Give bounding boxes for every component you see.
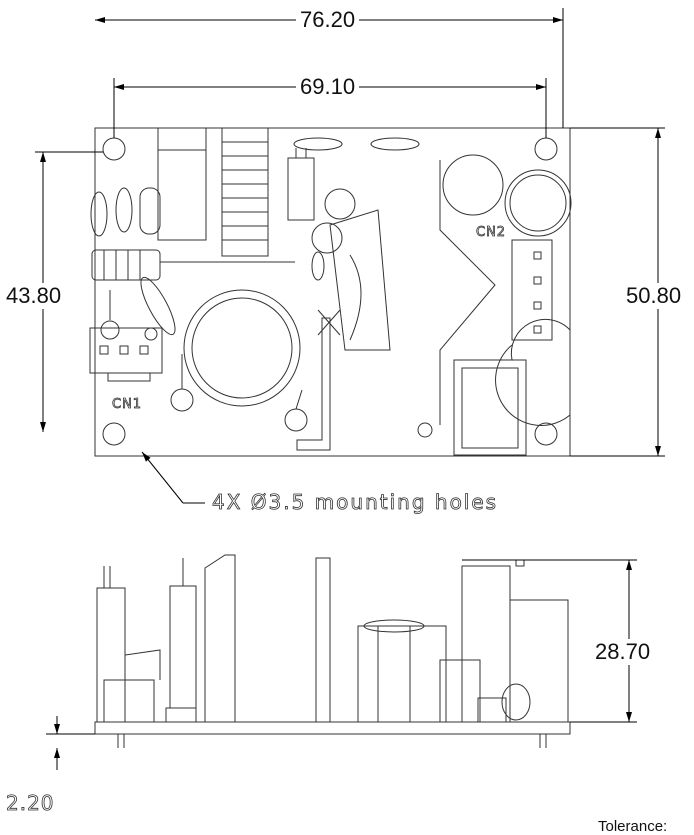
overall-width-label: 76.20	[296, 9, 360, 31]
tolerance-label: Tolerance:	[598, 818, 668, 835]
mounting-holes-leader	[141, 451, 205, 504]
mounting-hole-top-left	[102, 137, 126, 161]
heatsink-plate	[296, 317, 331, 451]
top-view	[89, 127, 572, 457]
side-bobbin	[357, 625, 447, 723]
pcb-outline-top	[94, 127, 571, 457]
hole-spacing-width-label: 69.10	[296, 76, 360, 98]
filter-block	[157, 127, 207, 241]
pcb-outline-side	[94, 721, 571, 735]
mounting-hole-bottom-right	[534, 422, 558, 446]
output-capacitor-1	[442, 154, 504, 216]
mounting-hole-top-right	[534, 137, 558, 161]
cn1-connector	[89, 327, 163, 382]
board-clearance-label: 2.20	[6, 791, 55, 815]
hole-spacing-height-label: 43.80	[6, 283, 62, 309]
side-view	[94, 554, 571, 748]
side-output-choke	[461, 565, 569, 722]
heatsink-finned	[221, 127, 269, 257]
output-capacitor-2	[504, 169, 572, 237]
transformer	[317, 209, 391, 351]
mounting-holes-note: 4X Ø3.5 mounting holes	[212, 490, 499, 514]
mounting-hole-bottom-left	[102, 422, 126, 446]
output-choke	[453, 359, 527, 456]
component-height-label: 28.70	[595, 639, 651, 665]
bulk-capacitor	[183, 289, 301, 407]
inductor-row	[91, 249, 161, 281]
cn1-label: CN1	[112, 397, 143, 412]
dimension-lines-side	[46, 559, 637, 770]
cn2-connector	[511, 239, 553, 341]
cn2-label: CN2	[476, 225, 507, 240]
overall-height-label: 50.80	[626, 283, 682, 309]
side-heatsink	[204, 554, 236, 723]
